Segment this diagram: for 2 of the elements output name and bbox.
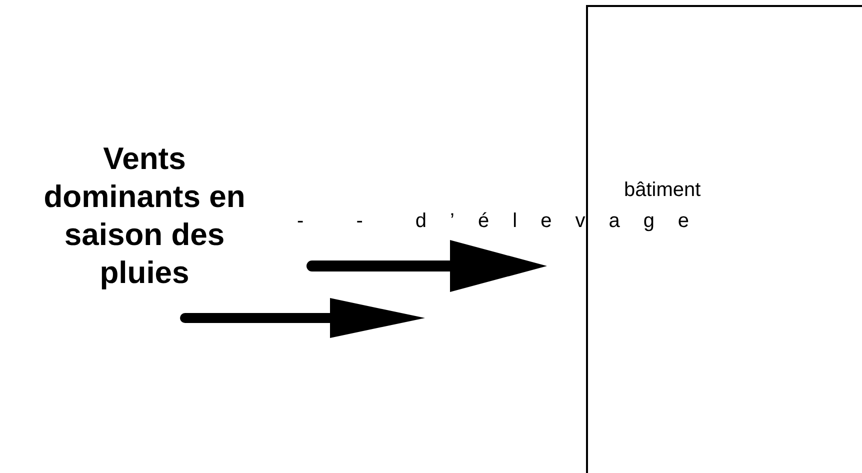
building-label: bâtiment xyxy=(624,179,701,202)
wind-caption: Vents dominants en saison des pluies xyxy=(42,140,246,292)
